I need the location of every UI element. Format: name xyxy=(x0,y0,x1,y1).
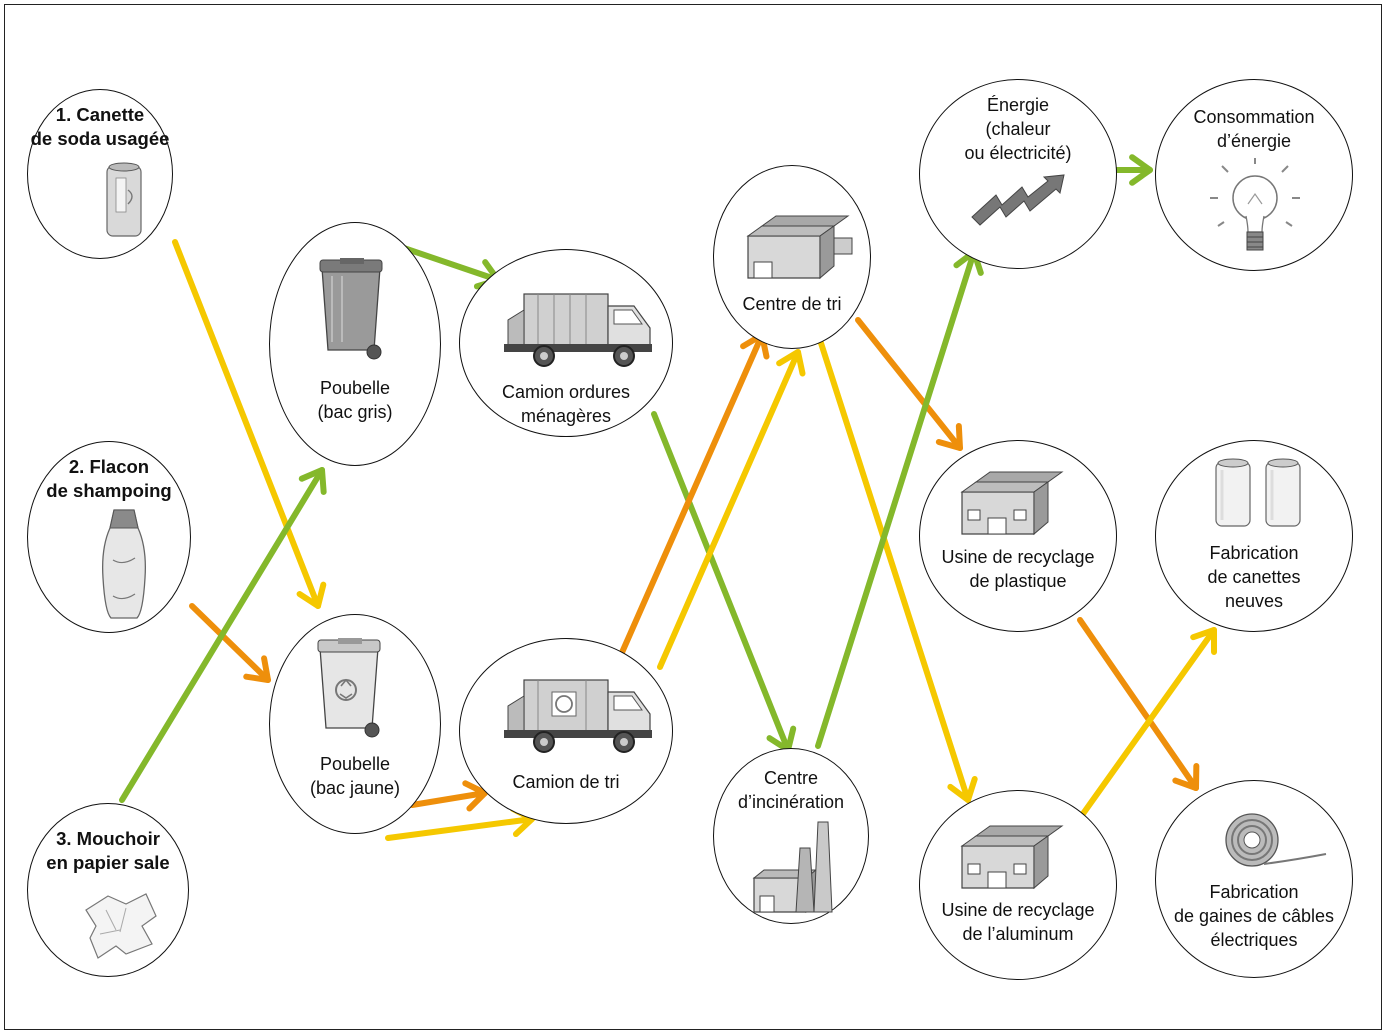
node-new-cans-label: Fabrication de canettes neuves xyxy=(1207,543,1301,611)
node-soda-can-label: 1. Canette de soda usagée xyxy=(30,104,170,149)
node-cables-label: Fabrication de gaines de câbles électriq… xyxy=(1173,882,1335,950)
node-aluminum-plant-label: Usine de recyclage de l’aluminum xyxy=(941,900,1095,944)
sorting-center-factory-icon xyxy=(746,215,853,280)
node-sorting-center-label: Centre de tri xyxy=(742,294,842,314)
node-cables xyxy=(1155,780,1353,978)
node-garbage-truck-label: Camion ordures ménagères xyxy=(501,382,631,426)
node-incinerator-label: Centre d’incinération xyxy=(737,768,845,812)
light-bulb-icon xyxy=(1210,158,1300,251)
node-soda-can xyxy=(27,89,173,259)
node-tissue-label: 3. Mouchoir en papier sale xyxy=(46,828,170,873)
yellow-bin-icon xyxy=(317,638,381,738)
node-new-cans xyxy=(1155,440,1353,632)
soda-can-icon xyxy=(106,162,142,237)
node-energy-label: Énergie (chaleur ou électricité) xyxy=(964,95,1072,163)
node-energy-consumption-label: Consommation d’énergie xyxy=(1193,107,1315,151)
aluminum-plant-factory-icon xyxy=(960,825,1064,890)
shampoo-bottle-icon xyxy=(102,509,146,619)
node-energy xyxy=(919,79,1117,269)
node-grey-bin-label: Poubelle (bac gris) xyxy=(317,378,393,422)
tissue-icon xyxy=(85,893,157,959)
garbage-truck-icon xyxy=(504,293,652,367)
diagram-frame xyxy=(4,4,1382,1030)
lightning-icon xyxy=(971,174,1065,226)
sorting-truck-icon xyxy=(504,679,652,753)
incinerator-icon xyxy=(752,821,833,914)
plastic-plant-factory-icon xyxy=(960,471,1064,536)
node-shampoo-bottle-label: 2. Flacon de shampoing xyxy=(46,456,172,501)
cable-coil-icon xyxy=(1225,813,1327,867)
node-sorting-truck-label: Camion de tri xyxy=(512,772,620,792)
new-cans-icon xyxy=(1215,458,1301,527)
node-plastic-plant-label: Usine de recyclage de plastique xyxy=(941,547,1095,591)
grey-bin-icon xyxy=(319,258,383,360)
node-yellow-bin-label: Poubelle (bac jaune) xyxy=(309,754,401,798)
